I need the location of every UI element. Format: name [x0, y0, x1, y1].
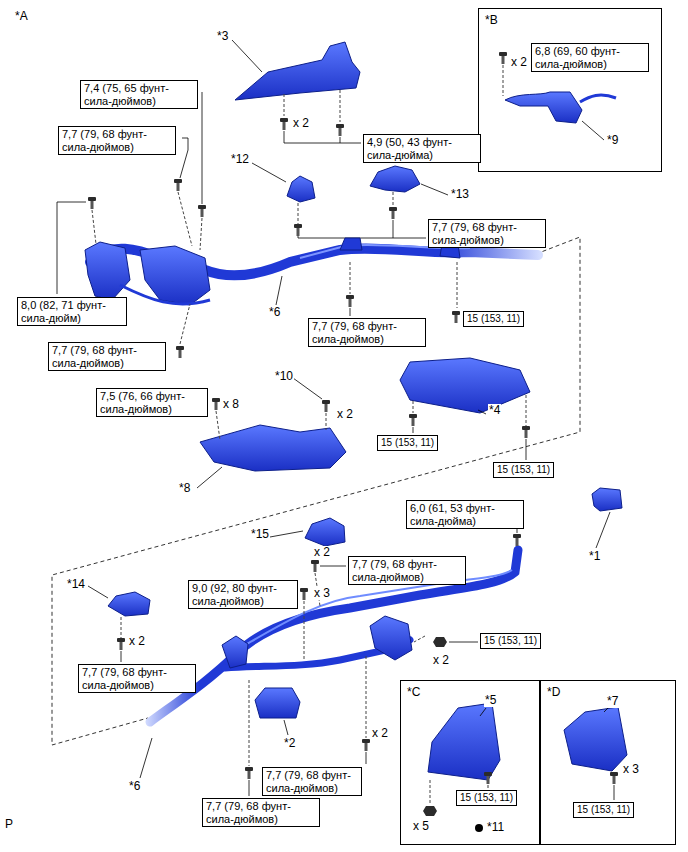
- torque-value: 7,7 (79, 68 фунт-сила-дюймов): [312, 320, 422, 345]
- callout-label: *6: [128, 780, 141, 793]
- callout-label: x 2: [128, 635, 146, 648]
- torque-box: 7,7 (79, 68 фунт-сила-дюймов): [308, 318, 426, 347]
- callout-label: *11: [486, 821, 505, 834]
- torque-value: 7,5 (76, 66 фунт-сила-дюймов): [100, 390, 204, 415]
- callout-label: x 2: [371, 727, 389, 740]
- callout-label: *13: [450, 188, 470, 201]
- callout-label: *12: [230, 153, 250, 166]
- inset-letter: *D: [547, 685, 560, 699]
- torque-value: 7,7 (79, 68 фунт-сила-дюймов): [62, 128, 172, 153]
- callout-label: x 2: [336, 408, 354, 421]
- callout-label: x 3: [622, 763, 640, 776]
- torque-box: 15 (153, 11): [493, 462, 554, 478]
- torque-box: 8,0 (82, 71 фунт-сила-дюйм): [17, 297, 127, 326]
- torque-value: 15 (153, 11): [467, 313, 520, 325]
- torque-box: 15 (153, 11): [573, 802, 634, 818]
- torque-box: 4,9 (50, 43 фунт-сила-дюйма): [363, 134, 481, 163]
- torque-value: 15 (153, 11): [577, 804, 630, 816]
- torque-value: 6,8 (69, 60 фунт-сила-дюймов): [535, 45, 645, 70]
- torque-value: 7,7 (79, 68 фунт-сила-дюймов): [352, 558, 462, 583]
- torque-value: 15 (153, 11): [381, 437, 434, 449]
- torque-box: 7,5 (76, 66 фунт-сила-дюймов): [96, 388, 208, 417]
- callout-label: *14: [66, 578, 86, 591]
- callout-label: x 2: [510, 56, 528, 69]
- torque-value: 7,7 (79, 68 фунт-сила-дюймов): [82, 666, 192, 691]
- torque-value: 7,7 (79, 68 фунт-сила-дюймов): [266, 769, 358, 794]
- torque-value: 4,9 (50, 43 фунт-сила-дюйма): [367, 136, 477, 161]
- torque-box: 15 (153, 11): [463, 311, 524, 327]
- torque-box: 9,0 (92, 80 фунт-сила-дюймов): [188, 580, 298, 609]
- torque-value: 15 (153, 11): [484, 635, 537, 647]
- torque-box: 7,7 (79, 68 фунт-сила-дюймов): [48, 342, 166, 371]
- torque-box: 6,0 (61, 53 фунт-сила-дюйма): [406, 500, 524, 529]
- torque-value: 15 (153, 11): [497, 464, 550, 476]
- torque-box: 15 (153, 11): [377, 435, 438, 451]
- torque-value: 6,0 (61, 53 фунт-сила-дюйма): [410, 502, 520, 527]
- callout-label: *2: [283, 737, 296, 750]
- torque-box: 7,7 (79, 68 фунт-сила-дюймов): [428, 219, 546, 248]
- torque-box: 15 (153, 11): [456, 790, 517, 806]
- torque-box: 7,7 (79, 68 фунт-сила-дюймов): [348, 556, 466, 585]
- torque-value: 8,0 (82, 71 фунт-сила-дюйм): [21, 299, 123, 324]
- torque-value: 7,7 (79, 68 фунт-сила-дюймов): [432, 221, 542, 246]
- callout-label: *A: [14, 10, 29, 23]
- callout-label: *9: [606, 134, 619, 147]
- callout-label: x 2: [432, 654, 450, 667]
- torque-value: 9,0 (92, 80 фунт-сила-дюймов): [192, 582, 294, 607]
- callout-label: x 5: [412, 820, 430, 833]
- torque-box: 7,7 (79, 68 фунт-сила-дюймов): [262, 767, 362, 796]
- callout-label: *15: [250, 528, 270, 541]
- callout-label: *7: [606, 695, 619, 708]
- callout-label: *6: [268, 306, 281, 319]
- torque-box: 7,7 (79, 68 фунт-сила-дюймов): [78, 664, 196, 693]
- callout-label: P: [4, 818, 14, 831]
- torque-box: 7,7 (79, 68 фунт-сила-дюймов): [202, 798, 320, 827]
- callout-label: x 2: [292, 117, 310, 130]
- callout-label: *1: [588, 550, 601, 563]
- inset-letter: *C: [407, 685, 420, 699]
- callout-label: *10: [274, 370, 294, 383]
- inset-letter: *B: [485, 13, 498, 27]
- torque-box: 6,8 (69, 60 фунт-сила-дюймов): [531, 43, 649, 72]
- inset-panel: *B 6,8 (69, 60 фунт-сила-дюймов): [478, 8, 662, 172]
- torque-box: 7,7 (79, 68 фунт-сила-дюймов): [58, 126, 176, 155]
- callout-label: *5: [484, 694, 497, 707]
- callout-label: x 3: [313, 587, 331, 600]
- torque-value: 7,7 (79, 68 фунт-сила-дюймов): [52, 344, 162, 369]
- callout-label: *3: [216, 30, 229, 43]
- torque-value: 7,7 (79, 68 фунт-сила-дюймов): [206, 800, 316, 825]
- callout-label: *8: [178, 482, 191, 495]
- callout-label: x 2: [313, 546, 331, 559]
- torque-value: 7,4 (75, 65 фунт-сила-дюймов): [84, 82, 194, 107]
- torque-box: 15 (153, 11): [480, 633, 541, 649]
- torque-box: 7,4 (75, 65 фунт-сила-дюймов): [80, 80, 198, 109]
- torque-value: 15 (153, 11): [460, 792, 513, 804]
- callout-label: x 8: [222, 398, 240, 411]
- callout-label: *4: [488, 404, 501, 417]
